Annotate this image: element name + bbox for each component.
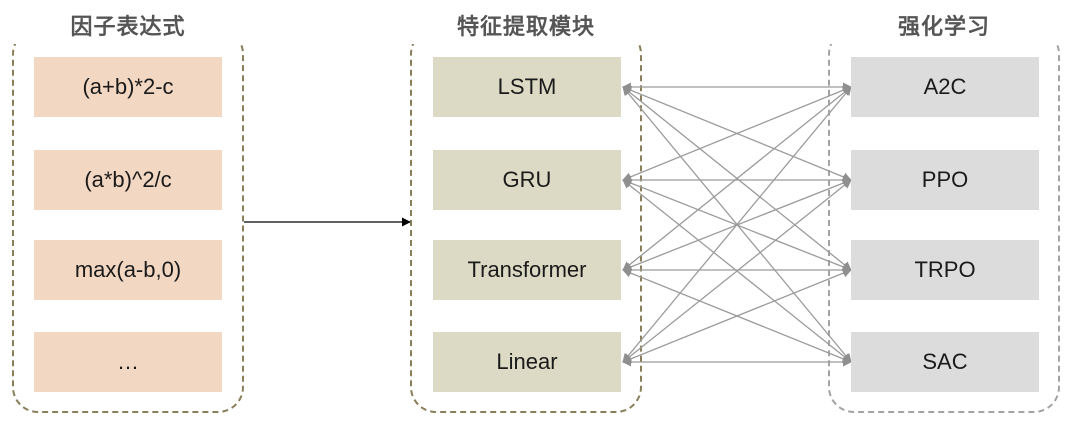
feature-rl-mesh (622, 82, 852, 367)
feature-extraction-title: 特征提取模块 (406, 12, 646, 44)
rl-box-a2c: A2C (851, 57, 1039, 117)
feature-box-transformer: Transformer (433, 240, 621, 300)
factor-expression-title: 因子表达式 (8, 12, 248, 44)
factor-box-4: … (34, 332, 222, 392)
feature-box-linear: Linear (433, 332, 621, 392)
feature-box-gru: GRU (433, 150, 621, 210)
rl-box-ppo: PPO (851, 150, 1039, 210)
factor-box-2: (a*b)^2/c (34, 150, 222, 210)
rl-box-sac: SAC (851, 332, 1039, 392)
reinforcement-learning-title: 强化学习 (824, 12, 1064, 44)
feature-box-lstm: LSTM (433, 57, 621, 117)
rl-box-trpo: TRPO (851, 240, 1039, 300)
factor-box-3: max(a-b,0) (34, 240, 222, 300)
link-linear-trpo (622, 268, 852, 364)
factor-box-1: (a+b)*2-c (34, 57, 222, 117)
